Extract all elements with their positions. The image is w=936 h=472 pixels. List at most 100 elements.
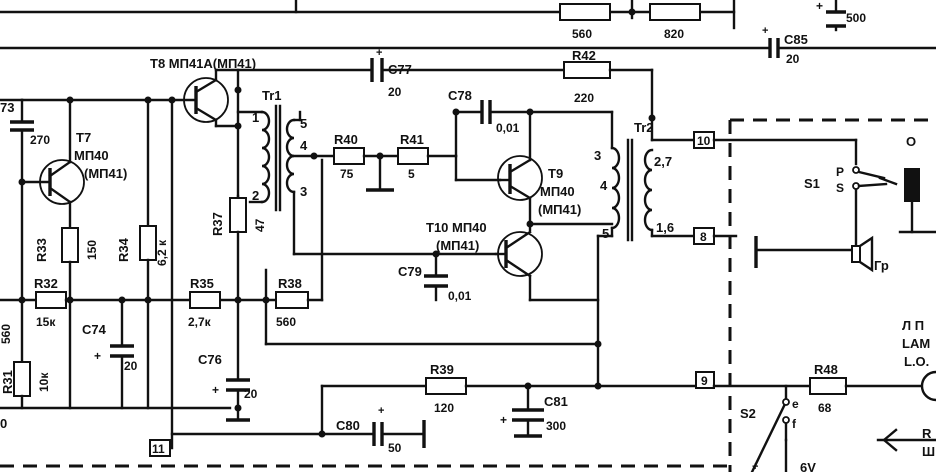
c82-capacitor: + 500 [816, 0, 866, 32]
svg-text:11: 11 [152, 442, 165, 456]
svg-text:C78: C78 [448, 88, 472, 103]
r41-resistor: R41 5 [397, 132, 429, 181]
svg-text:+: + [376, 47, 382, 59]
jack-plug [898, 168, 936, 234]
svg-text:2: 2 [252, 188, 259, 203]
svg-text:R33: R33 [34, 238, 49, 262]
svg-text:C85: C85 [784, 32, 808, 47]
svg-text:0: 0 [0, 416, 7, 431]
svg-text:560: 560 [276, 315, 296, 329]
svg-text:270: 270 [30, 133, 50, 147]
svg-text:6V: 6V [800, 460, 816, 472]
svg-text:S: S [836, 181, 844, 195]
tr1-transformer: Tr1 1 2 5 4 3 [234, 88, 308, 212]
svg-text:47: 47 [253, 218, 267, 232]
svg-text:C74: C74 [82, 322, 107, 337]
svg-text:3: 3 [300, 184, 307, 199]
c81-capacitor: C81 + 300 [500, 384, 568, 438]
svg-text:Tr2: Tr2 [634, 120, 654, 135]
svg-text:500: 500 [846, 11, 866, 25]
svg-text:(МП41): (МП41) [538, 202, 581, 217]
output-module-box [728, 118, 936, 472]
svg-text:Tr1: Tr1 [262, 88, 282, 103]
svg-text:10: 10 [697, 134, 711, 148]
tr2-transformer: Tr2 3 4 5 2,7 1,6 [594, 110, 674, 348]
svg-text:R34: R34 [116, 237, 131, 262]
svg-text:15к: 15к [36, 315, 56, 329]
svg-text:МП40: МП40 [74, 148, 109, 163]
svg-text:0,01: 0,01 [448, 289, 472, 303]
svg-text:8: 8 [700, 230, 707, 244]
svg-text:5: 5 [408, 167, 415, 181]
svg-text:68: 68 [818, 401, 832, 415]
terminal-9: 9 [695, 371, 715, 389]
svg-text:Гр: Гр [874, 258, 889, 273]
s2-switch: S2 e f [740, 384, 799, 472]
svg-text:T9: T9 [548, 166, 563, 181]
edge-arrow: R Ш [876, 426, 936, 459]
r32-resistor: R32 15к [34, 276, 67, 329]
svg-text:e: e [792, 397, 799, 411]
svg-text:150: 150 [85, 240, 99, 260]
svg-text:560: 560 [0, 324, 13, 344]
r35-resistor: R35 2,7к [188, 276, 221, 329]
svg-text:C80: C80 [336, 418, 360, 433]
svg-text:0,01: 0,01 [496, 121, 520, 135]
svg-text:R38: R38 [278, 276, 302, 291]
terminal-10: 10 [693, 131, 715, 149]
svg-text:560: 560 [572, 27, 592, 41]
svg-text:Ш: Ш [922, 444, 935, 459]
svg-text:+: + [378, 405, 384, 417]
svg-text:R35: R35 [190, 276, 214, 291]
svg-text:(МП41): (МП41) [84, 166, 127, 181]
svg-text:120: 120 [434, 401, 454, 415]
svg-text:+: + [212, 383, 219, 397]
svg-text:R48: R48 [814, 362, 838, 377]
svg-text:+: + [500, 413, 507, 427]
t7-transistor: T7 МП40 (МП41) [20, 98, 127, 230]
svg-text:R32: R32 [34, 276, 58, 291]
terminal-11: 11 [149, 439, 171, 457]
lamp-label: Л П LAM L.O. [902, 318, 930, 369]
svg-text:C81: C81 [544, 394, 568, 409]
svg-text:T8 МП41А(МП41): T8 МП41А(МП41) [150, 56, 256, 71]
svg-text:20: 20 [388, 85, 402, 99]
svg-text:4: 4 [300, 138, 308, 153]
r37-resistor: R37 47 [210, 197, 267, 236]
svg-text:+: + [94, 349, 101, 363]
top-rail-wires [0, 0, 936, 50]
c80-capacitor: C80 + 50 [336, 405, 402, 455]
t10-transistor: T10 МП40 (МП41) [426, 220, 543, 302]
r31-resistor: R31 10к [0, 361, 51, 397]
svg-text:МП40: МП40 [540, 184, 575, 199]
s1-switch: S1 P S O [804, 134, 916, 195]
t8-transistor: T8 МП41А(МП41) [150, 56, 256, 123]
speaker-icon: Гр [851, 235, 889, 273]
r43-resistor: 820 [649, 3, 701, 41]
c79-capacitor: C79 0,01 [398, 252, 472, 303]
svg-text:6,2 к: 6,2 к [155, 239, 169, 266]
svg-text:+: + [816, 0, 823, 13]
t9-transistor: T9 МП40 (МП41) [497, 110, 581, 232]
r38-resistor: R38 560 [275, 276, 309, 329]
svg-text:+: + [752, 461, 758, 472]
svg-text:L.O.: L.O. [904, 354, 929, 369]
svg-text:20: 20 [124, 359, 138, 373]
svg-text:20: 20 [786, 52, 800, 66]
c76-capacitor: C76 + 20 [198, 352, 258, 422]
svg-text:R39: R39 [430, 362, 454, 377]
svg-text:73: 73 [0, 100, 14, 115]
r48-resistor: R48 68 [809, 362, 847, 415]
r33-resistor: R33 150 [34, 227, 99, 410]
svg-text:20: 20 [244, 387, 258, 401]
svg-text:S2: S2 [740, 406, 756, 421]
r40-resistor: R40 75 [333, 132, 365, 181]
svg-text:P: P [836, 165, 844, 179]
r34-resistor: R34 6,2 к [116, 225, 169, 266]
svg-text:2,7к: 2,7к [188, 315, 212, 329]
svg-text:S1: S1 [804, 176, 820, 191]
svg-text:820: 820 [664, 27, 684, 41]
svg-text:5: 5 [300, 116, 307, 131]
svg-text:R40: R40 [334, 132, 358, 147]
svg-text:9: 9 [701, 374, 708, 388]
